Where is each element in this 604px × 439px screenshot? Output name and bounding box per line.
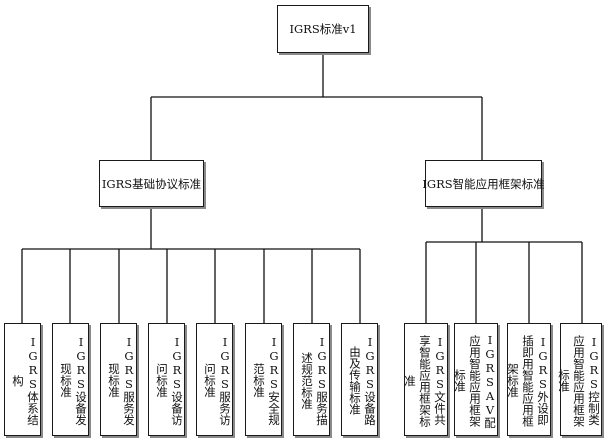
child-node-label: IGRS外设即插即用智能应用框架标准 [506, 334, 550, 427]
child-node-label: IGRS服务描述规范标准 [300, 335, 329, 426]
child-node-service-discovery: IGRS服务发现标准 [100, 323, 137, 436]
child-node-service-description: IGRS服务描述规范标准 [293, 323, 330, 436]
group-node-smart-app-framework: IGRS智能应用框架标准 [422, 160, 545, 207]
child-node-label: IGRS安全规范标准 [252, 335, 281, 426]
child-node-label: IGRS控制类应用智能应用框架标准 [557, 334, 601, 427]
child-node-control-app: IGRS控制类应用智能应用框架标准 [557, 323, 602, 436]
child-node-label: IGRS服务发现标准 [107, 335, 136, 426]
child-node-service-access: IGRS服务访问标准 [196, 323, 233, 436]
child-node-peripheral-pnp: IGRS外设即插即用智能应用框架标准 [506, 323, 551, 436]
child-node-architecture: IGRS体系结构 [4, 323, 41, 436]
child-node-label: IGRS设备路由及传输标准 [348, 335, 377, 426]
group-node-basic-protocol: IGRS基础协议标准 [99, 160, 204, 207]
child-node-av-app: IGRSAV配应用智能应用框架标准 [453, 323, 498, 436]
child-node-label: IGRS设备发现标准 [59, 335, 88, 426]
child-node-security-spec: IGRS安全规范标准 [245, 323, 282, 436]
child-node-label: IGRSAV配应用智能应用框架标准 [453, 332, 497, 429]
root-node: IGRS标准v1 [277, 5, 369, 53]
child-node-label: IGRS服务访问标准 [203, 335, 232, 426]
child-node-routing-transport: IGRS设备路由及传输标准 [341, 323, 378, 436]
child-node-label: IGRS文件共享智能应用框架标准 [403, 334, 447, 427]
root-node-label: IGRS标准v1 [289, 22, 357, 36]
child-node-label: IGRS设备访问标准 [155, 335, 184, 426]
group-node-label: IGRS智能应用框架标准 [422, 176, 545, 191]
child-node-label: IGRS体系结构 [11, 335, 40, 426]
child-node-device-access: IGRS设备访问标准 [148, 323, 185, 436]
group-node-label: IGRS基础协议标准 [101, 176, 202, 191]
child-node-device-discovery: IGRS设备发现标准 [52, 323, 89, 436]
child-node-file-sharing: IGRS文件共享智能应用框架标准 [403, 323, 448, 436]
